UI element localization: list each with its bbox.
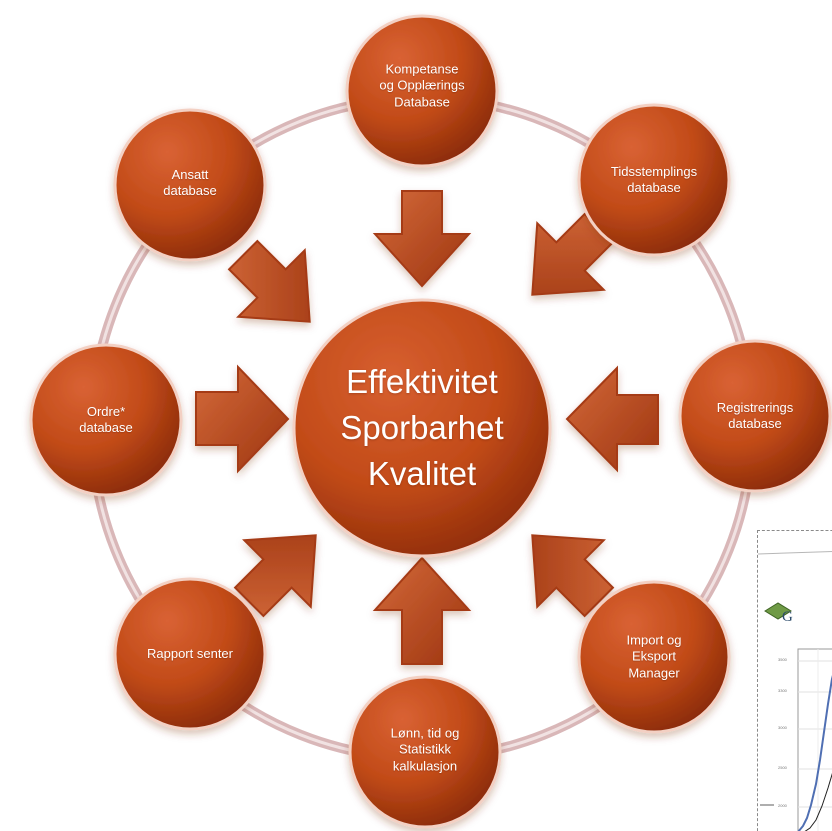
center-line-2: Sporbarhet: [340, 409, 504, 446]
outer-node-group: [29, 14, 832, 829]
left-arrow: [565, 365, 659, 473]
center-label-group: Effektivitet Sporbarhet Kvalitet: [302, 359, 542, 497]
node-label-ordre: Ordre* database: [79, 403, 133, 435]
node-label-kompetanse: Kompetanse og Opplærings Database: [379, 61, 465, 110]
node-kompetanse: [345, 14, 499, 168]
right-arrow: [195, 364, 290, 474]
thumbnail-top-rule: [758, 551, 832, 555]
center-line-3: Kvalitet: [367, 455, 477, 492]
node-rapport: [113, 577, 267, 731]
thumbnail-series-line-blue: [797, 675, 832, 831]
node-ansatt: [113, 108, 267, 262]
up-arrow: [372, 556, 472, 665]
thumbnail-y-tick-5: 2000: [778, 803, 788, 808]
up-left-arrow: [531, 534, 615, 618]
thumbnail-y-tick-3: 3000: [778, 725, 788, 730]
node-label-registrering: Registrerings database: [716, 399, 794, 431]
thumbnail-y-tick-4: 2500: [778, 765, 788, 770]
embedded-chart-thumbnail: 3500 3300 3000 2500 2000 1500 G: [757, 530, 832, 831]
down-arrow: [372, 190, 472, 288]
node-label-rapport: Rapport senter: [147, 645, 233, 661]
arrow-group: [195, 190, 659, 665]
up-right-arrow: [233, 534, 317, 618]
thumbnail-chart-graphics: 3500 3300 3000 2500 2000 1500: [758, 551, 832, 831]
node-tidsstempling: [577, 103, 731, 257]
thumbnail-y-tick-1: 3500: [778, 657, 788, 662]
center-line-1: Effektivitet: [346, 363, 498, 400]
down-left-arrow: [531, 212, 615, 296]
node-lonn-statistikk: [348, 675, 502, 829]
thumbnail-brand-text: G: [782, 609, 793, 625]
node-label-ansatt: Ansatt database: [163, 166, 217, 198]
node-import-eksport: [577, 580, 731, 734]
node-label-tidsstempling: Tidsstemplings database: [610, 163, 698, 195]
node-label-import-eksport: Import og Eksport Manager: [626, 632, 682, 681]
node-label-lonn-statistikk: Lønn, tid og Statistikk kalkulasjon: [390, 725, 460, 774]
center-circle: [292, 298, 552, 558]
node-ordre: [29, 343, 183, 497]
thumbnail-y-tick-2: 3300: [778, 688, 788, 693]
down-right-arrow: [227, 239, 311, 323]
thumbnail-logo-icon: [764, 602, 792, 620]
thumbnail-plot-frame: [797, 648, 832, 831]
node-registrering: [678, 339, 832, 493]
